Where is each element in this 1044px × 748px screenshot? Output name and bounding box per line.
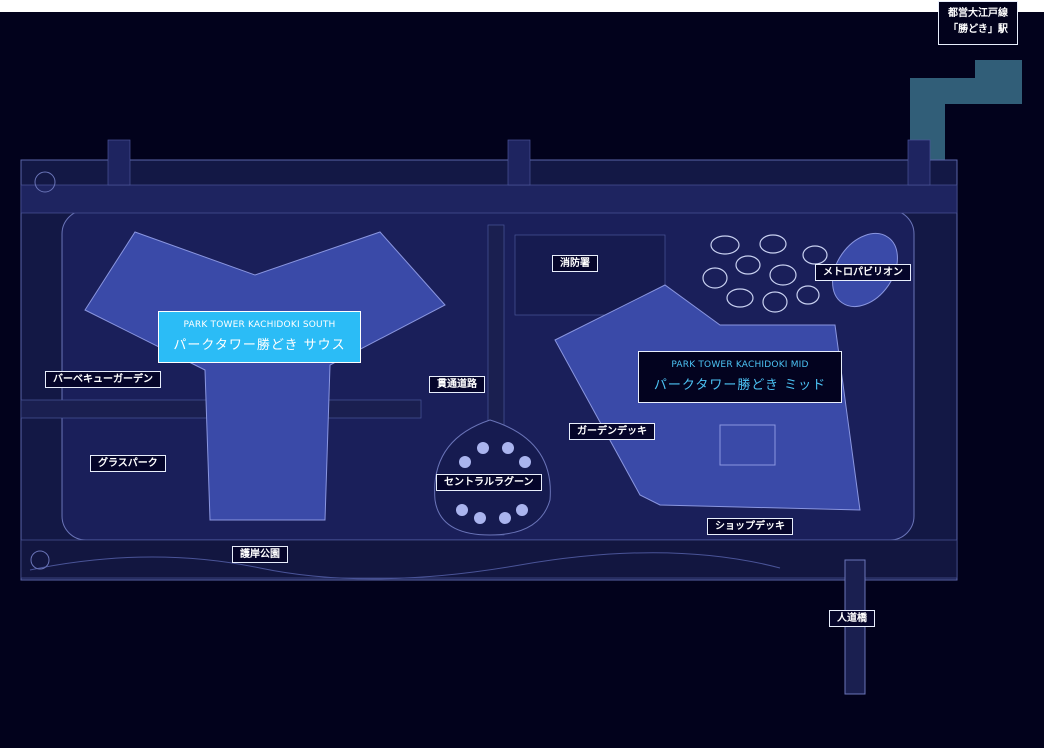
- pedestrian-bridge: [844, 559, 866, 695]
- mid-name-jp: パークタワー勝どき ミッド: [653, 378, 827, 393]
- central-lagoon-label: セントラルラグーン: [436, 474, 542, 491]
- grass-park-label: グラスパーク: [90, 455, 166, 472]
- bbq-garden-label: バーベキューガーデン: [45, 371, 161, 388]
- lagoon-flowers: [456, 442, 531, 524]
- mid-name-en: PARK TOWER KACHIDOKI MID: [671, 360, 809, 370]
- garden-deck-label: ガーデンデッキ: [569, 423, 655, 440]
- north-road: [20, 184, 958, 214]
- shop-deck-label: ショップデッキ: [707, 518, 793, 535]
- park-tower-south-label[interactable]: PARK TOWER KACHIDOKI SOUTH パークタワー勝どき サウス: [158, 311, 361, 363]
- south-name-en: PARK TOWER KACHIDOKI SOUTH: [183, 320, 336, 330]
- south-name-jp: パークタワー勝どき サウス: [173, 338, 346, 353]
- kachidoki-station-label: 都営大江戸線 「勝どき」駅: [938, 1, 1018, 45]
- station-line-name: 都営大江戸線: [948, 8, 1008, 19]
- park-tower-mid-label[interactable]: PARK TOWER KACHIDOKI MID パークタワー勝どき ミッド: [638, 351, 842, 403]
- through-road-label: 貫通道路: [429, 376, 485, 393]
- south-tower-footprint: [84, 231, 446, 521]
- pedestrian-bridge-label: 人道橋: [829, 610, 875, 627]
- fire-station-label: 消防署: [552, 255, 598, 272]
- garden-stones: [702, 234, 828, 313]
- metro-pavilion-label: メトロパビリオン: [815, 264, 911, 281]
- seawall-strip: [20, 539, 958, 579]
- station-name: 「勝どき」駅: [948, 24, 1008, 35]
- seawall-park-label: 護岸公園: [232, 546, 288, 563]
